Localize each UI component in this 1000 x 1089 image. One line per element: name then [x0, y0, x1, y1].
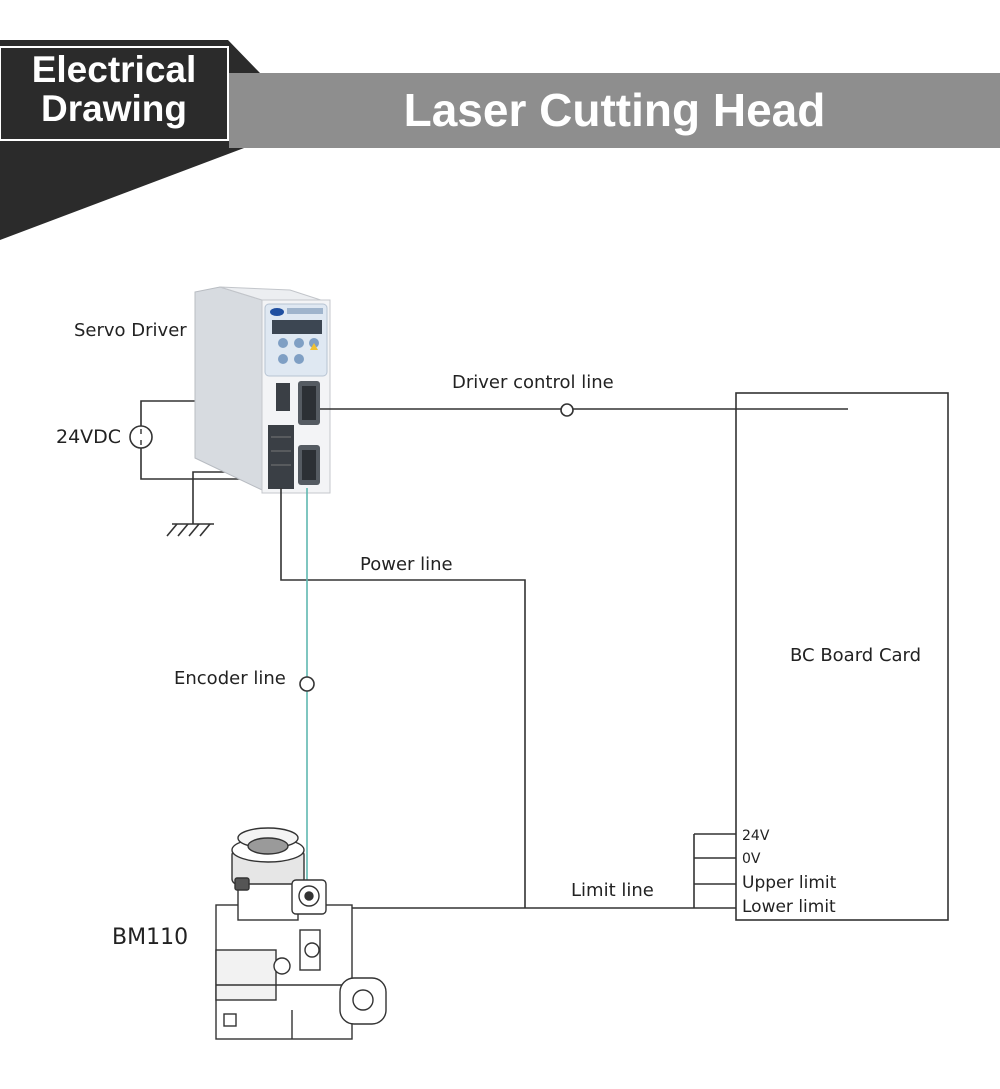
- header-badge-shape: [0, 40, 260, 240]
- power-line: [280, 488, 526, 908]
- pin-upper-limit: Upper limit: [742, 873, 837, 893]
- dc-source-icon: [129, 425, 153, 449]
- limit-line: [330, 833, 736, 909]
- servo-driver-icon: [194, 286, 331, 494]
- page-title: Laser Cutting Head: [403, 84, 826, 136]
- pin-0v: 0V: [742, 851, 761, 867]
- header-badge-line2: Drawing: [41, 88, 187, 129]
- header-badge-line1: Electrical: [31, 49, 197, 90]
- encoder-line: [299, 488, 315, 880]
- header-title-bar: [229, 73, 1000, 148]
- cutting-head-icon: [215, 827, 387, 1040]
- board-card-label: BC Board Card: [790, 645, 922, 666]
- pin-24v: 24V: [742, 828, 770, 844]
- servo-driver-label: Servo Driver: [74, 320, 187, 341]
- driver-control-line-label: Driver control line: [452, 372, 614, 393]
- limit-line-label: Limit line: [571, 880, 654, 901]
- cutting-head-label: BM110: [112, 925, 189, 950]
- power-supply-label: 24VDC: [56, 426, 122, 448]
- power-line-label: Power line: [360, 554, 453, 575]
- driver-control-line: [320, 403, 848, 417]
- pin-lower-limit: Lower limit: [742, 897, 836, 917]
- header-badge: Electrical Drawing: [0, 50, 228, 128]
- board-card-box: [735, 392, 949, 921]
- encoder-line-label: Encoder line: [174, 668, 286, 689]
